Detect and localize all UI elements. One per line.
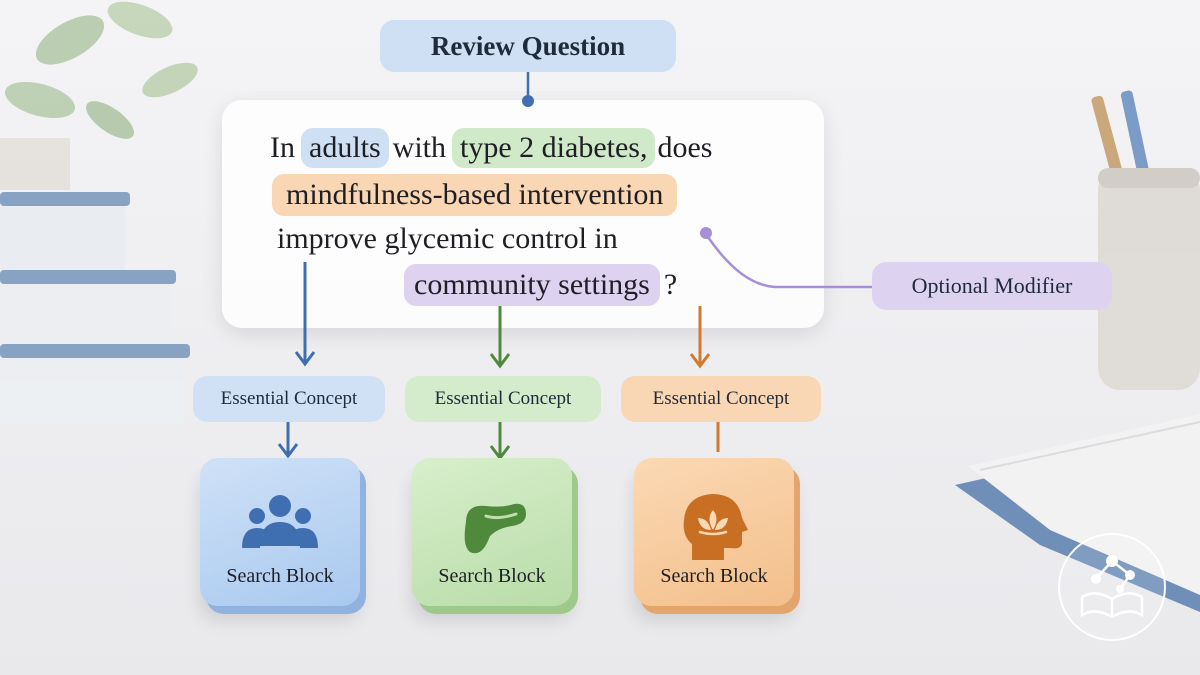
question-line-4: community settings ? (404, 264, 677, 306)
search-block-label: Search Block (438, 565, 546, 587)
setting-highlight: community settings (404, 264, 660, 306)
question-line-1: In adults with type 2 diabetes, does (270, 128, 712, 168)
head-lotus-icon (683, 494, 748, 560)
pancreas-icon (464, 503, 526, 554)
question-line-2: mindfulness-based intervention (272, 174, 678, 216)
blue-connector (277, 262, 316, 459)
question-word-in: In (270, 131, 295, 164)
outcome-text: improve glycemic control in (277, 222, 618, 255)
search-block-label: Search Block (660, 565, 768, 587)
search-block-population: Search Block (200, 458, 360, 606)
search-block-condition: Search Block (412, 458, 572, 606)
plant-decoration (0, 1, 198, 190)
condition-highlight: type 2 diabetes, (452, 128, 656, 168)
orange-connector (689, 306, 720, 452)
search-block-intervention: Search Block (634, 458, 794, 606)
optional-modifier-label: Optional Modifier (872, 262, 1112, 310)
pencil-cup-decoration (1091, 90, 1200, 390)
essential-concept-condition: Essential Concept (405, 376, 601, 422)
review-question-title: Review Question (380, 20, 676, 72)
title-connector-dot (522, 95, 534, 107)
modifier-connector (700, 227, 872, 289)
question-mark: ? (663, 268, 678, 301)
logo-badge (1058, 533, 1166, 641)
question-line-3: improve glycemic control in (277, 222, 618, 256)
essential-concept-population: Essential Concept (193, 376, 385, 422)
question-word-with: with (392, 131, 447, 164)
books-decoration (0, 192, 190, 424)
search-block-label: Search Block (226, 565, 334, 587)
book-network-icon (1080, 555, 1144, 619)
population-highlight: adults (301, 128, 389, 168)
essential-concept-intervention: Essential Concept (621, 376, 821, 422)
intervention-highlight: mindfulness-based intervention (272, 174, 678, 216)
people-group-icon (242, 495, 318, 548)
question-word-does: does (657, 131, 713, 164)
